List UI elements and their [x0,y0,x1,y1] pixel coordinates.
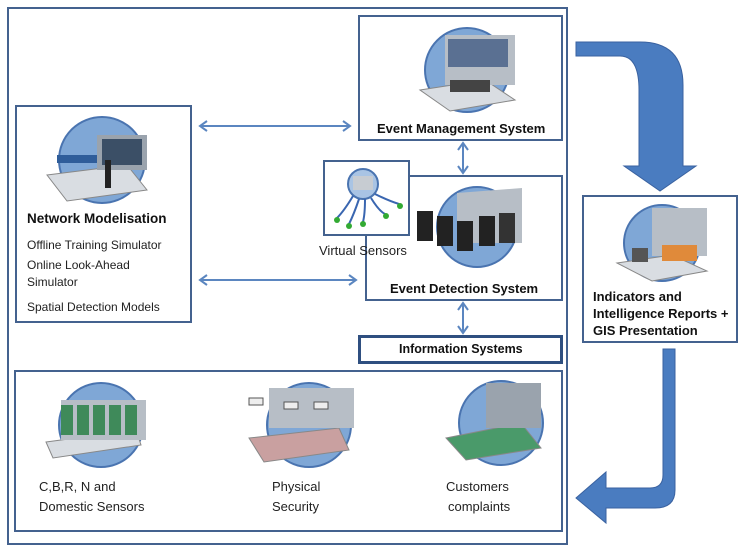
virtual-sensors-network-icon [329,166,407,237]
sensor-racks-icon [41,380,151,475]
system-boundary [7,7,568,545]
security-cameras-icon [244,380,359,475]
virtual-sensors-label: Virtual Sensors [319,243,407,258]
network-item: Simulator [27,275,78,289]
source-label: Security [272,499,319,514]
source-label: C,B,R, N and [39,479,116,494]
flow-arrow-to-sources [575,348,676,525]
reports-gis-icon [612,203,712,288]
data-sources-box: C,B,R, N and Domestic Sensors Physical S… [14,370,563,532]
information-systems-title: Information Systems [399,342,523,356]
event-management-system-title: Event Management System [377,121,546,136]
control-room-icon [415,25,525,120]
information-systems-box: Information Systems [358,335,563,364]
source-label: Domestic Sensors [39,499,145,514]
network-modelisation-title: Network Modelisation [27,211,167,226]
network-modelisation-box: Network Modelisation Offline Training Si… [15,105,192,323]
source-label: Customers [446,479,509,494]
source-label: Physical [272,479,321,494]
network-item: Spatial Detection Models [27,300,160,314]
flow-arrow-to-indicators [575,41,698,192]
server-room-icon [407,183,527,278]
network-item: Offline Training Simulator [27,238,162,252]
map-complaints-icon [441,378,551,473]
indicators-line: Indicators and [593,289,682,304]
event-management-system-box: Event Management System [358,15,563,141]
indicators-box: Indicators and Intelligence Reports + GI… [582,195,738,343]
network-simulator-icon [37,115,157,210]
indicators-line: Intelligence Reports + [593,306,729,321]
event-detection-system-title: Event Detection System [390,281,539,296]
source-label: complaints [448,499,511,514]
network-item: Online Look-Ahead [27,258,130,272]
indicators-line: GIS Presentation [593,323,698,338]
virtual-sensors-box [323,160,410,236]
